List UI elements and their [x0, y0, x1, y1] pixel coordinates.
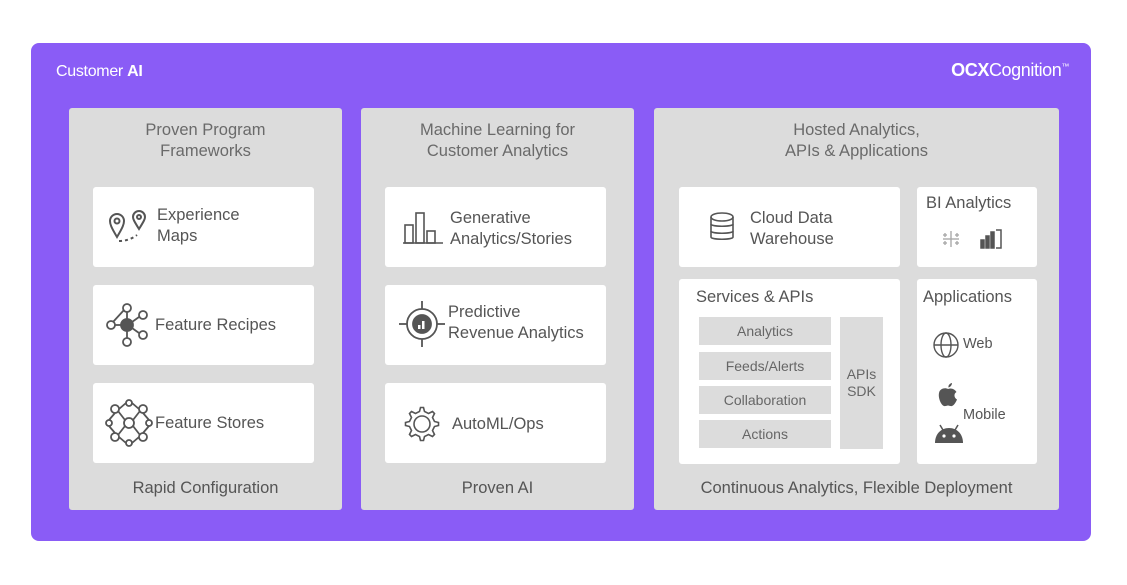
card-automl-ops[interactable]: AutoML/Ops	[385, 383, 606, 463]
target-chart-icon	[399, 301, 445, 347]
mobile-label[interactable]: Mobile	[963, 407, 1006, 423]
brand-right-regular: Cognition	[988, 60, 1062, 80]
map-pin-route-icon	[107, 207, 149, 247]
bar-chart-icon	[403, 211, 443, 245]
column-machine-learning: Machine Learning for Customer Analytics …	[361, 108, 634, 510]
card-label: Cloud Data Warehouse	[750, 209, 834, 248]
card-experience-maps[interactable]: Experience Maps	[93, 187, 314, 267]
column-footer: Proven AI	[461, 479, 534, 497]
gear-icon	[404, 406, 440, 442]
card-cloud-data-warehouse[interactable]: Cloud Data Warehouse	[679, 187, 900, 267]
card-label: Feature Stores	[155, 414, 265, 432]
column-title: Proven Program Frameworks	[145, 121, 266, 160]
bi-analytics-title: BI Analytics	[926, 194, 1012, 212]
service-item-collaboration[interactable]: Collaboration	[699, 386, 831, 414]
card-predictive-revenue[interactable]: Predictive Revenue Analytics	[385, 285, 606, 365]
services-apis-title: Services & APIs	[696, 288, 814, 306]
service-item-actions[interactable]: Actions	[699, 420, 831, 448]
brand-customer-ai: Customer AI	[56, 63, 143, 81]
column-footer: Continuous Analytics, Flexible Deploymen…	[700, 479, 1013, 497]
web-label[interactable]: Web	[963, 336, 993, 352]
card-label: Feature Recipes	[155, 316, 277, 334]
brand-ocx-cognition: OCXCognition™	[951, 60, 1069, 81]
card-bi-analytics[interactable]: BI Analytics	[917, 187, 1037, 267]
column-title: Machine Learning for Customer Analytics	[419, 121, 575, 160]
card-label: Experience Maps	[157, 206, 240, 245]
service-item-feeds-alerts[interactable]: Feeds/Alerts	[699, 352, 831, 380]
mesh-network-icon	[105, 399, 153, 447]
customer-ai-panel: Customer AI OCXCognition™ Proven Program…	[31, 43, 1091, 541]
globe-icon	[933, 332, 959, 358]
database-icon	[709, 212, 735, 242]
column-hosted-analytics: Hosted Analytics, APIs & Applications Cl…	[654, 108, 1059, 510]
brand-right-bold: OCX	[951, 60, 989, 80]
apis-sdk-box[interactable]: APIs SDK	[840, 317, 883, 449]
card-label: Predictive Revenue Analytics	[448, 303, 584, 342]
trademark-mark: ™	[1061, 62, 1069, 71]
column-program-frameworks: Proven Program Frameworks Experience Map…	[69, 108, 342, 510]
powerbi-icon	[979, 228, 1003, 250]
card-feature-stores[interactable]: Feature Stores	[93, 383, 314, 463]
card-label: AutoML/Ops	[452, 415, 544, 433]
service-item-analytics[interactable]: Analytics	[699, 317, 831, 345]
applications-title: Applications	[923, 288, 1012, 306]
card-services-apis: Services & APIs Analytics Feeds/Alerts C…	[679, 279, 900, 464]
node-network-icon	[105, 303, 151, 347]
card-feature-recipes[interactable]: Feature Recipes	[93, 285, 314, 365]
card-applications: Applications Web	[917, 279, 1037, 464]
card-generative-analytics[interactable]: Generative Analytics/Stories	[385, 187, 606, 267]
android-icon	[933, 423, 965, 443]
card-label: Generative Analytics/Stories	[450, 209, 572, 248]
column-footer: Rapid Configuration	[132, 479, 279, 497]
brand-left-regular: Customer	[56, 63, 123, 80]
apple-icon	[937, 382, 959, 408]
brand-left-bold: AI	[127, 63, 143, 80]
column-title: Hosted Analytics, APIs & Applications	[784, 121, 929, 160]
tableau-icon	[941, 229, 961, 249]
